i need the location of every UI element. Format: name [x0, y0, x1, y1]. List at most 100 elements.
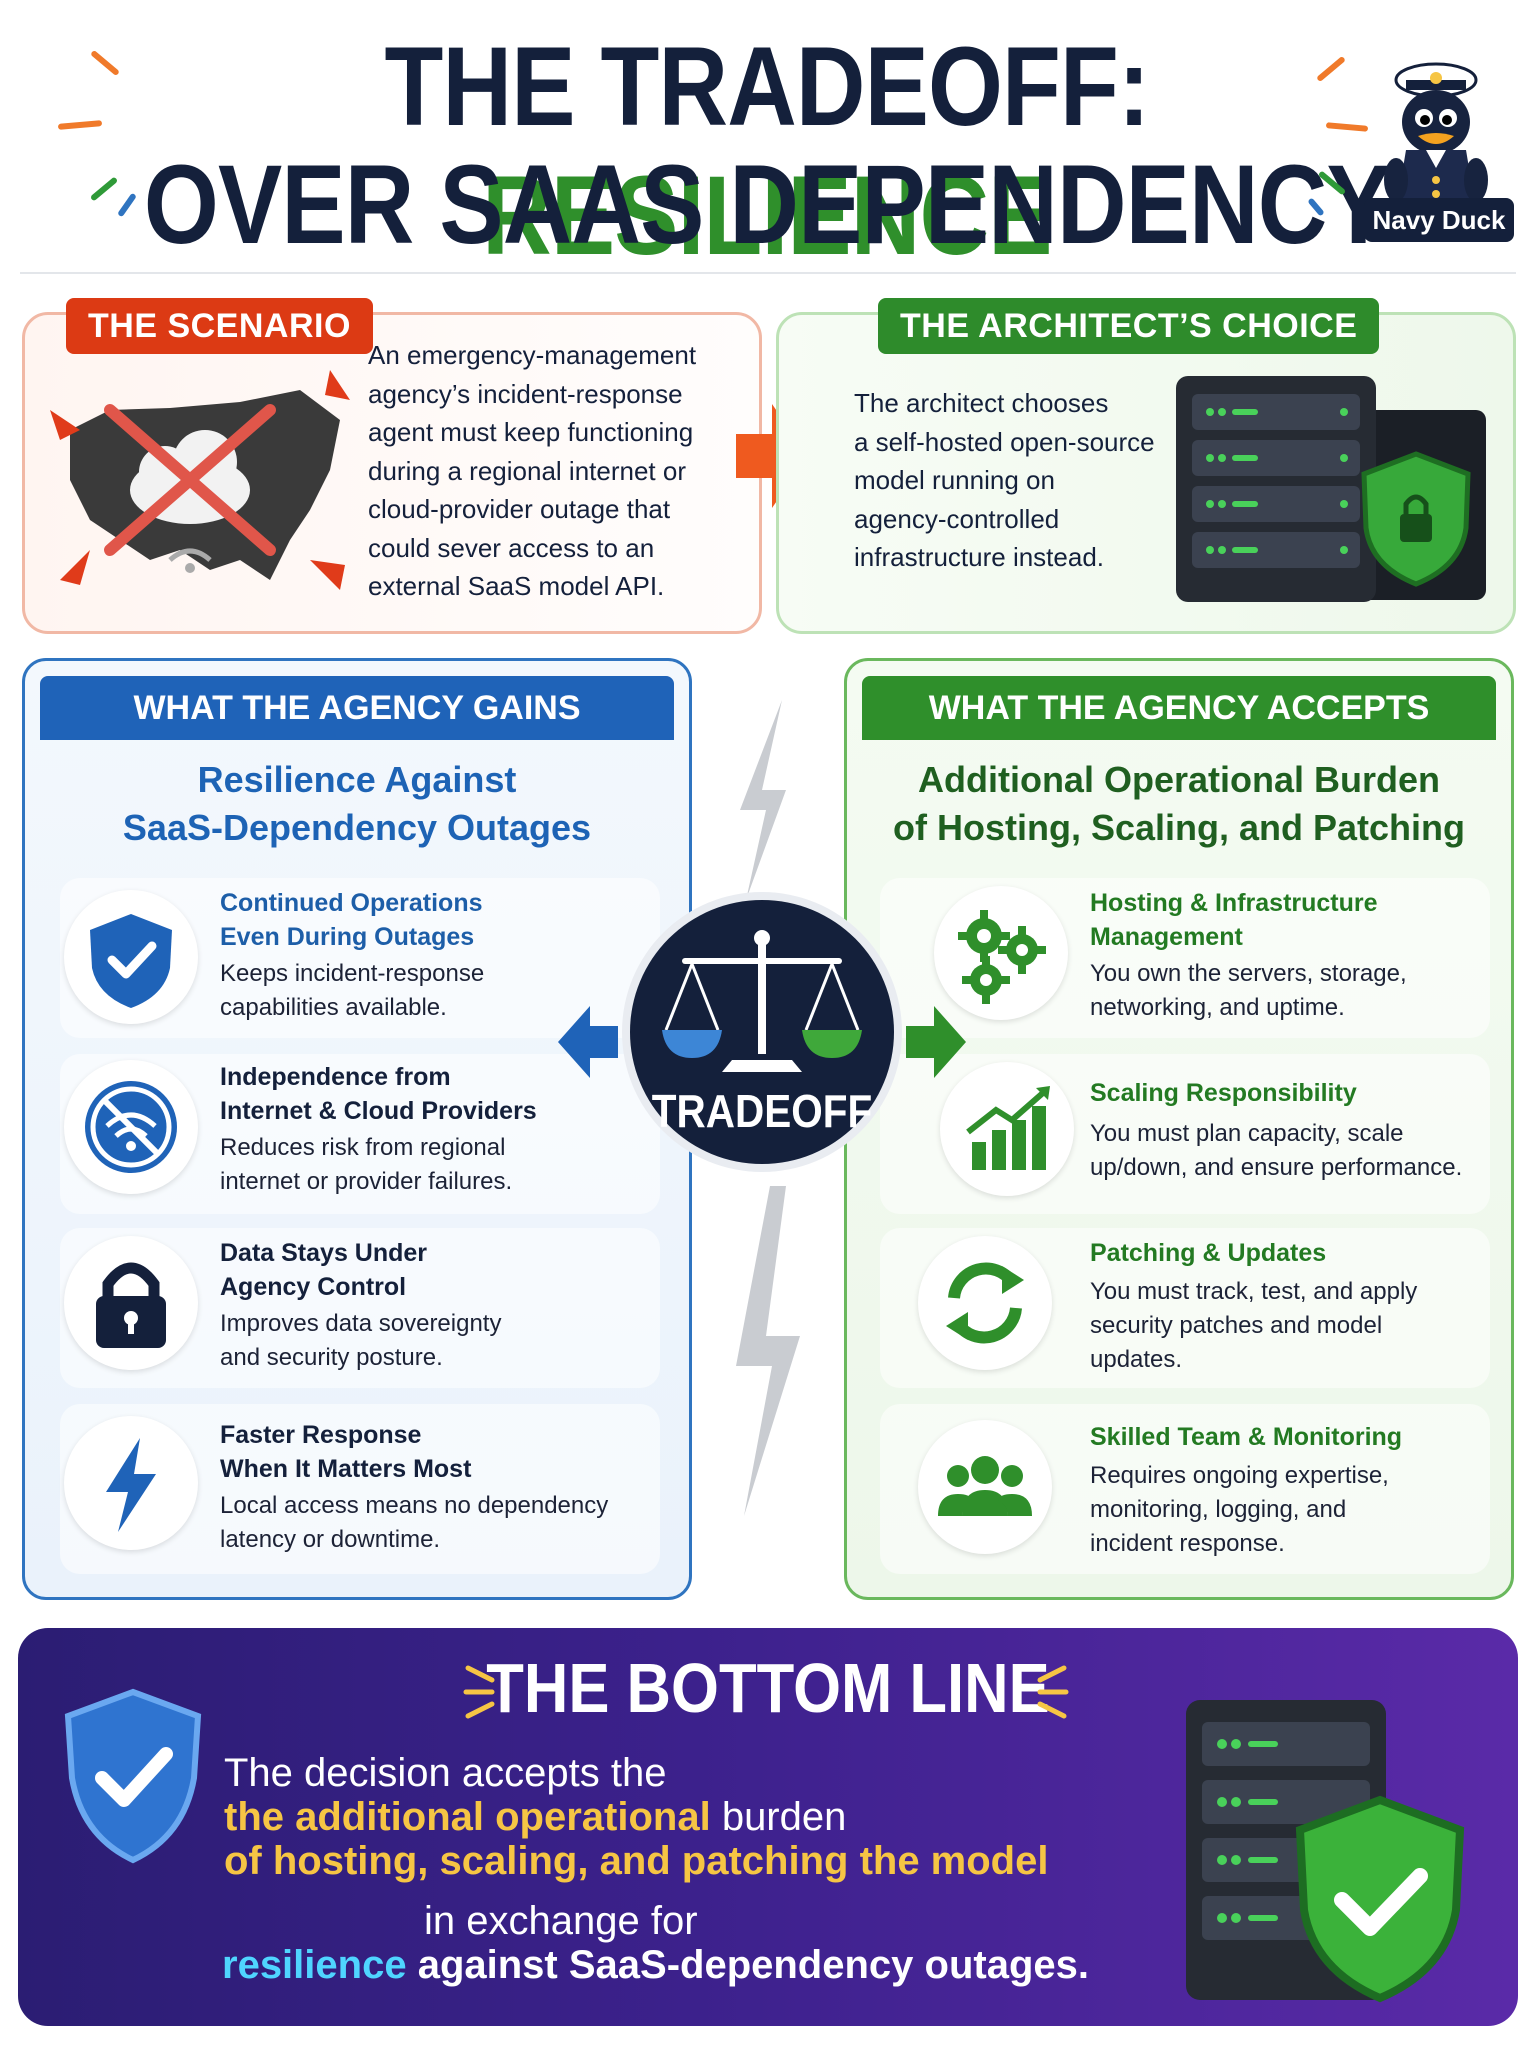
lightning-divider-top-icon — [740, 700, 786, 900]
gain-desc-line: capabilities available. — [220, 994, 447, 1021]
accept-desc-line: incident response. — [1090, 1530, 1285, 1557]
gains-subtitle-line: Resilience Against — [197, 759, 517, 800]
bottom-line-white-fragment: burden — [710, 1795, 847, 1839]
accept-desc-line: monitoring, logging, and — [1090, 1496, 1347, 1523]
gain-icon-wrap — [64, 1416, 198, 1550]
gain-title-line: Data Stays Under — [220, 1239, 428, 1267]
gain-icon-wrap — [64, 1236, 198, 1370]
accepts-header: WHAT THE AGENCY ACCEPTS — [862, 676, 1496, 740]
title-part-1: THE TRADEOFF: — [384, 24, 1151, 149]
gain-item-desc: Local access means no dependency latency… — [220, 1489, 670, 1557]
gains-header: WHAT THE AGENCY GAINS — [40, 676, 674, 740]
gain-desc-line: internet or provider failures. — [220, 1168, 513, 1195]
tradeoff-label: TRADEOFF — [651, 1085, 873, 1137]
server-shield-icon — [1186, 1700, 1465, 2003]
team-icon — [938, 1456, 1032, 1516]
shield-check-large-icon — [64, 1688, 202, 1864]
padlock-icon — [96, 1262, 166, 1348]
gain-desc-line: and security posture. — [220, 1344, 443, 1371]
gain-title-line: When It Matters Most — [220, 1455, 472, 1483]
accept-desc-line: You must plan capacity, scale — [1090, 1120, 1404, 1147]
choice-line: infrastructure instead. — [854, 542, 1105, 572]
accept-desc-line: up/down, and ensure performance. — [1090, 1154, 1463, 1181]
scenario-line: agency’s incident-response — [368, 378, 683, 409]
architect-choice-tag: THE ARCHITECT’S CHOICE — [878, 298, 1380, 354]
navy-duck-mascot-icon — [1384, 62, 1488, 210]
scenario-line: agent must keep functioning — [368, 417, 694, 447]
accept-item-title: Skilled Team & Monitoring — [1090, 1423, 1403, 1451]
gain-desc-line: Keeps incident-response — [220, 960, 485, 987]
choice-line: The architect chooses — [854, 388, 1109, 418]
gain-item-title: Continued Operations Even During Outages — [220, 886, 660, 954]
accept-title-line: Hosting & Infrastructure — [1090, 889, 1378, 917]
accept-icon-wrap — [918, 1236, 1052, 1370]
scenario-text: An emergency-management agency’s inciden… — [368, 336, 728, 606]
gain-icon-wrap — [64, 1060, 198, 1194]
gain-item-title: Faster Response When It Matters Most — [220, 1418, 660, 1486]
gain-item-title: Independence from Internet & Cloud Provi… — [220, 1060, 660, 1128]
accept-desc-line: networking, and uptime. — [1090, 994, 1345, 1021]
growth-chart-icon — [966, 1086, 1050, 1170]
title-part-2: RESILIENCE — [482, 153, 1052, 278]
arrow-right-green-icon — [906, 1006, 966, 1078]
accept-item-title: Hosting & Infrastructure Management — [1090, 886, 1490, 954]
accepts-subtitle-line: of Hosting, Scaling, and Patching — [892, 807, 1466, 848]
bottom-line-text-4: in exchange for — [424, 1899, 698, 1943]
choice-line: a self-hosted open-source — [854, 426, 1155, 457]
gain-desc-line: Improves data sovereignty — [220, 1310, 502, 1337]
accept-desc-line: security patches and model — [1090, 1312, 1383, 1339]
bottom-line-title: THE BOTTOM LINE — [486, 1649, 1050, 1727]
accept-item-desc: You must track, test, and apply security… — [1090, 1275, 1490, 1377]
gain-title-line: Internet & Cloud Providers — [220, 1097, 537, 1125]
choice-line: agency-controlled — [854, 503, 1060, 534]
gain-item-desc: Keeps incident-response capabilities ava… — [220, 957, 660, 1025]
accept-item-desc: You must plan capacity, scale up/down, a… — [1090, 1117, 1510, 1185]
bottom-line-text-1: The decision accepts the — [224, 1751, 667, 1795]
accept-title-line: Management — [1090, 923, 1243, 951]
gains-subtitle: Resilience Against SaaS-Dependency Outag… — [40, 756, 674, 852]
no-signal-icon — [85, 1081, 177, 1173]
gain-icon-wrap — [64, 890, 198, 1024]
secure-server-icon — [1176, 376, 1486, 602]
bottom-line-text-3: of hosting, scaling, and patching the mo… — [224, 1839, 1049, 1883]
bottom-line-text-5: resilience against SaaS-dependency outag… — [222, 1940, 1089, 1990]
gain-desc-line: Reduces risk from regional — [220, 1134, 506, 1161]
lightning-icon — [106, 1438, 156, 1532]
page-title-line-2: OVER SAAS DEPENDENCY — [143, 142, 1391, 267]
bottom-line-cyan-fragment: resilience — [222, 1943, 407, 1987]
gain-item-title: Data Stays Under Agency Control — [220, 1236, 660, 1304]
accepts-subtitle: Additional Operational Burden of Hosting… — [862, 756, 1496, 852]
gain-item-desc: Improves data sovereignty and security p… — [220, 1307, 660, 1375]
gain-title-line: Faster Response — [220, 1421, 422, 1449]
outage-map-icon — [50, 370, 350, 590]
accept-icon-wrap — [918, 1420, 1052, 1554]
navy-duck-badge: Navy Duck — [1364, 198, 1514, 242]
accept-desc-line: updates. — [1090, 1346, 1183, 1373]
scenario-line: An emergency-management — [368, 340, 697, 370]
accept-icon-wrap — [934, 886, 1068, 1020]
scenario-line: cloud-provider outage that — [368, 494, 671, 524]
choice-line: model running on — [854, 465, 1055, 495]
gain-desc-line: latency or downtime. — [220, 1526, 441, 1553]
accept-desc-line: Requires ongoing expertise, — [1090, 1462, 1389, 1489]
bottom-line-text-2: the additional operational burden — [224, 1792, 846, 1842]
gain-title-line: Independence from — [220, 1063, 451, 1091]
gain-title-line: Agency Control — [220, 1273, 407, 1301]
balance-scale-icon — [662, 930, 862, 1072]
page-title-line-1: THE TRADEOFF: RESILIENCE — [106, 22, 1427, 280]
gears-icon — [958, 910, 1046, 1004]
shield-check-icon — [90, 914, 172, 1008]
accept-icon-wrap — [940, 1062, 1074, 1196]
bottom-line-gold-fragment: the additional operational — [224, 1795, 711, 1839]
scenario-line: external SaaS model API. — [368, 571, 665, 601]
gains-subtitle-line: SaaS-Dependency Outages — [122, 807, 592, 848]
spark-right-icon — [1037, 1665, 1069, 1719]
accepts-subtitle-line: Additional Operational Burden — [917, 759, 1441, 800]
arrow-left-icon — [558, 1006, 618, 1078]
accept-item-desc: You own the servers, storage, networking… — [1090, 957, 1490, 1025]
scenario-line: during a regional internet or — [368, 455, 686, 486]
accept-item-title: Patching & Updates — [1090, 1239, 1327, 1267]
accept-item-desc: Requires ongoing expertise, monitoring, … — [1090, 1459, 1490, 1561]
accept-desc-line: You own the servers, storage, — [1090, 960, 1407, 987]
gain-item-desc: Reduces risk from regional internet or p… — [220, 1131, 660, 1199]
